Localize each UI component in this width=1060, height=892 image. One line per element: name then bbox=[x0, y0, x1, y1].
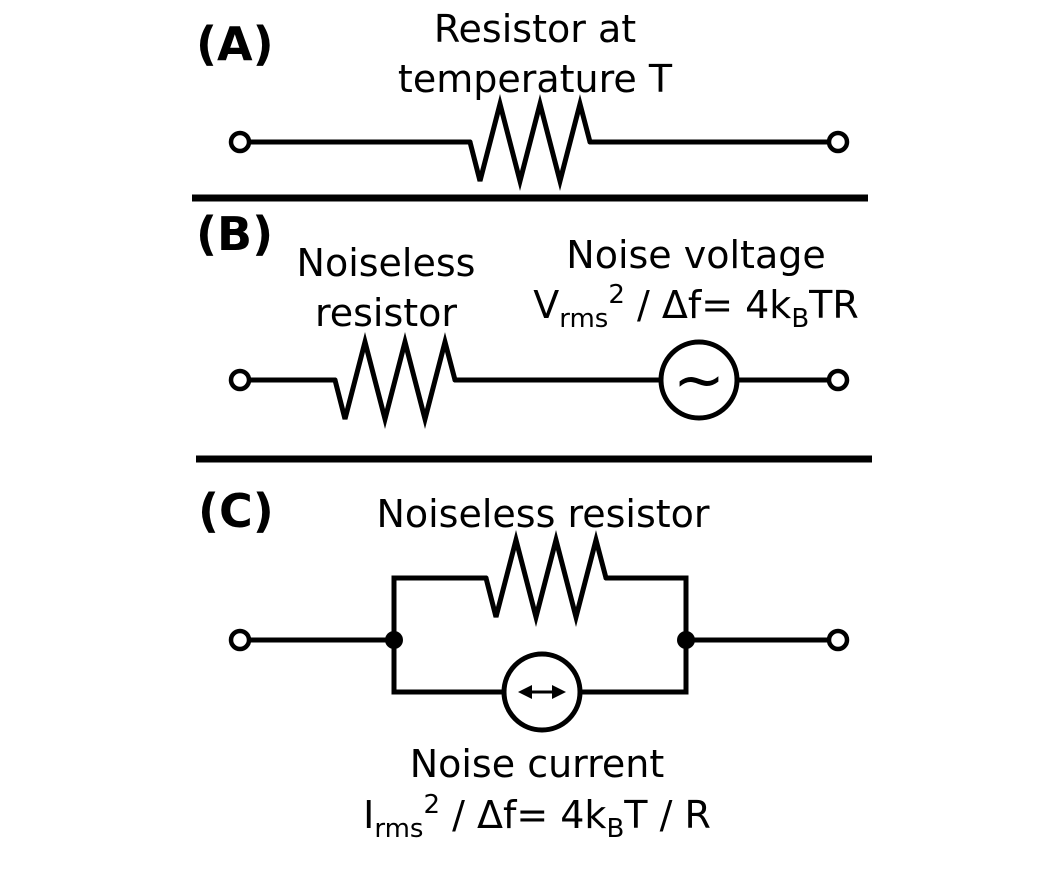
panel-c-resistor-label: Noiseless resistor bbox=[376, 492, 709, 536]
formula-sub2: B bbox=[791, 304, 809, 334]
formula-end: T / R bbox=[623, 793, 711, 837]
panel-a-resistor bbox=[467, 94, 593, 191]
double-arrow-icon bbox=[518, 685, 566, 699]
panel-c-resistor bbox=[483, 530, 609, 627]
panel-a-label: (A) bbox=[196, 17, 274, 71]
panel-b-label: (B) bbox=[196, 207, 273, 261]
formula-sub: rms bbox=[374, 814, 423, 844]
panel-b-formula: Vrms2 / Δf= 4kBTR bbox=[533, 280, 859, 334]
panel-c-top-branch-left bbox=[391, 575, 489, 643]
panel-c-right-junction bbox=[677, 631, 695, 649]
panel-a-left-terminal bbox=[228, 130, 252, 154]
formula-base: I bbox=[363, 793, 374, 837]
formula-sub2: B bbox=[606, 814, 624, 844]
panel-c: (C) Noiseless resistor Noise current Irm… bbox=[198, 484, 850, 844]
formula-sub: rms bbox=[559, 304, 608, 334]
panel-b-right-terminal bbox=[826, 368, 850, 392]
panel-b-resistor-line2: resistor bbox=[315, 291, 457, 335]
panel-c-source-title: Noise current bbox=[410, 742, 665, 786]
panel-b-tilde-icon: ~ bbox=[673, 343, 725, 416]
panel-b-resistor-line1: Noiseless bbox=[297, 241, 476, 285]
panel-c-formula: Irms2 / Δf= 4kBT / R bbox=[363, 790, 711, 844]
panel-a-title-line2: temperature T bbox=[398, 57, 673, 101]
formula-sup: 2 bbox=[608, 280, 625, 310]
panel-c-label: (C) bbox=[198, 484, 274, 538]
panel-b-source-title: Noise voltage bbox=[566, 233, 825, 277]
panel-b: (B) Noiseless resistor Noise voltage Vrm… bbox=[196, 207, 859, 429]
panel-c-left-terminal bbox=[228, 628, 252, 652]
formula-mid: / Δf= 4k bbox=[440, 793, 606, 837]
panel-c-top-branch-right bbox=[603, 575, 689, 643]
panel-b-resistor bbox=[332, 332, 458, 429]
panel-c-right-terminal bbox=[826, 628, 850, 652]
panel-a-title-line1: Resistor at bbox=[434, 7, 636, 51]
panel-c-bottom-branch-left bbox=[391, 637, 507, 695]
panel-a-right-terminal bbox=[826, 130, 850, 154]
panel-c-bottom-branch-right bbox=[577, 637, 689, 695]
panel-b-left-terminal bbox=[228, 368, 252, 392]
formula-end: TR bbox=[808, 283, 859, 327]
panel-a: (A) Resistor at temperature T bbox=[196, 7, 850, 191]
formula-mid: / Δf= 4k bbox=[625, 283, 791, 327]
formula-sup: 2 bbox=[423, 790, 440, 820]
formula-base: V bbox=[533, 283, 559, 327]
panel-c-left-junction bbox=[385, 631, 403, 649]
